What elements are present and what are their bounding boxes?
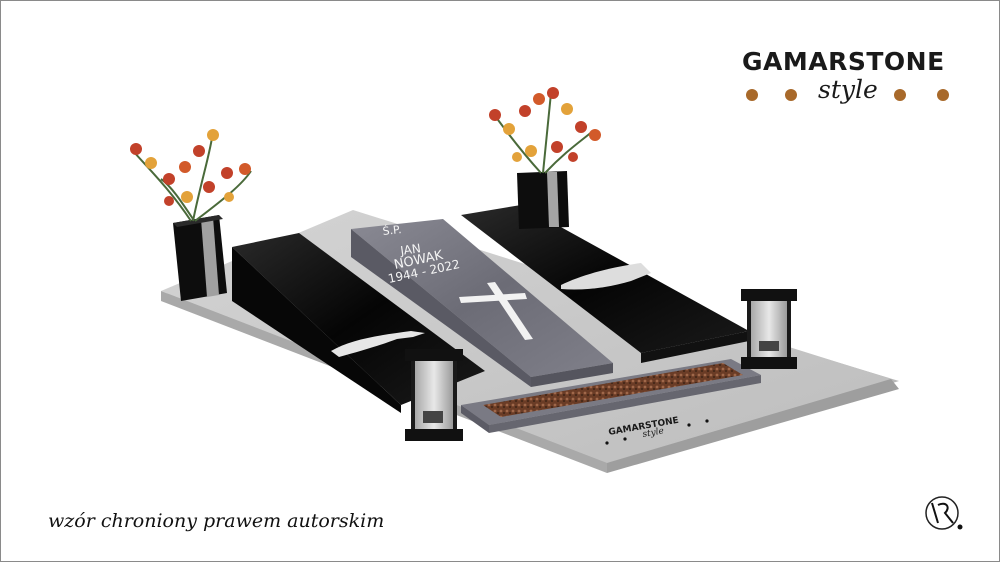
brand-name: GAMARSTONE: [742, 47, 945, 76]
inscription-prefix: Ś.P.: [382, 223, 402, 238]
hand-right-engraving: [561, 263, 651, 290]
central-slab-side: [531, 363, 613, 387]
planter-gravel: [483, 363, 743, 417]
brand-dot: [785, 89, 797, 101]
author-seal: [925, 496, 963, 530]
left-lantern: [405, 349, 463, 441]
hand-left-engraving: [331, 331, 425, 357]
brand-dot: [746, 89, 758, 101]
copyright-notice: wzór chroniony prawem autorskim: [48, 510, 385, 532]
base-brand-tagline: style: [642, 426, 665, 440]
inscription-first-name: JAN: [398, 241, 421, 258]
cross-engraving: [459, 282, 533, 340]
right-black-slab-side: [641, 331, 749, 363]
central-slab-front: [351, 229, 531, 387]
planter-front: [461, 405, 489, 433]
brand-dot: [894, 89, 906, 101]
brand-logo: GAMARSTONE style: [739, 47, 959, 109]
brand-dot: [937, 89, 949, 101]
left-vase: [173, 215, 227, 301]
left-flower-bouquet: [130, 129, 252, 222]
brand-tagline: style: [818, 75, 878, 104]
left-black-slab-side: [232, 247, 401, 413]
planter-front-long: [489, 375, 761, 433]
granite-base-right-edge: [607, 379, 899, 473]
right-vase: [517, 171, 569, 229]
right-flower-bouquet: [489, 87, 601, 174]
right-lantern: [741, 289, 797, 369]
